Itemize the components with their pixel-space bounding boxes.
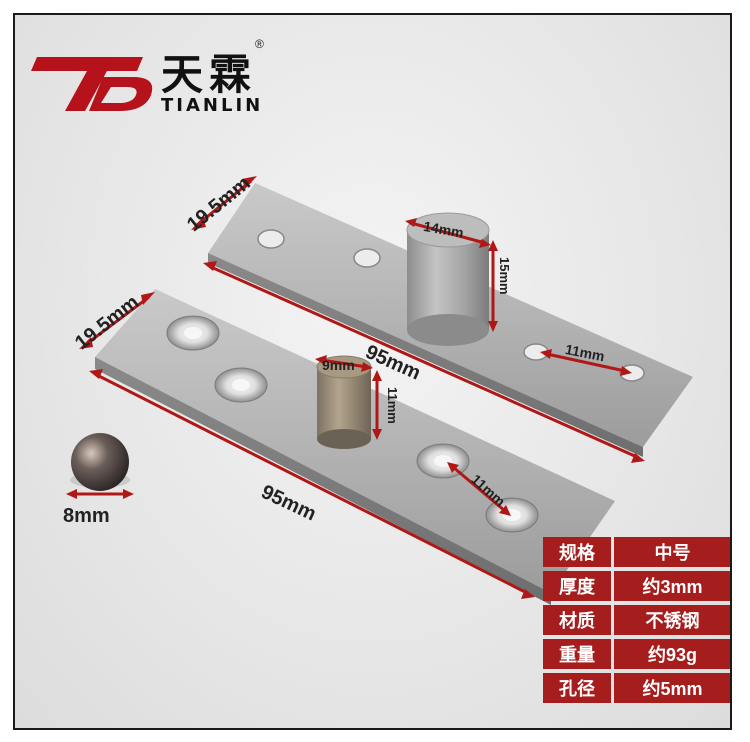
spec-value: 约93g	[614, 639, 730, 669]
spec-key: 厚度	[543, 571, 611, 601]
product-photo	[31, 57, 693, 605]
brand-logo-icon	[31, 57, 153, 111]
top-hinge-plate	[208, 183, 693, 457]
spec-key: 重量	[543, 639, 611, 669]
steel-ball	[70, 433, 130, 491]
spec-row: 规格 中号	[543, 537, 730, 567]
bottom-hinge-plate	[95, 289, 615, 605]
spec-row: 孔径 约5mm	[543, 673, 730, 703]
brand-name-en: TIANLIN	[161, 95, 264, 116]
spec-key: 材质	[543, 605, 611, 635]
dim-pin-height-top: 15mm	[497, 257, 512, 295]
registered-mark: ®	[255, 37, 264, 51]
spec-key: 规格	[543, 537, 611, 567]
dim-ball-diameter: 8mm	[63, 505, 110, 527]
spec-key: 孔径	[543, 673, 611, 703]
spec-value: 中号	[614, 537, 730, 567]
brand-name-cn: 天霖	[161, 50, 258, 99]
spec-table: 规格 中号 厚度 约3mm 材质 不锈钢 重量 约93g 孔径 约5mm	[543, 537, 730, 707]
spec-row: 材质 不锈钢	[543, 605, 730, 635]
spec-value: 约5mm	[614, 673, 730, 703]
spec-row: 重量 约93g	[543, 639, 730, 669]
spec-value: 不锈钢	[614, 605, 730, 635]
spec-value: 约3mm	[614, 571, 730, 601]
dim-pin-diameter-bottom: 9mm	[322, 357, 355, 373]
product-image-frame: 天霖 ® TIANLIN 19.5mm 95mm 14mm 15mm 11mm …	[13, 13, 732, 730]
dimension-arrows	[66, 176, 645, 599]
dim-pin-height-bottom: 11mm	[385, 387, 400, 424]
spec-row: 厚度 约3mm	[543, 571, 730, 601]
